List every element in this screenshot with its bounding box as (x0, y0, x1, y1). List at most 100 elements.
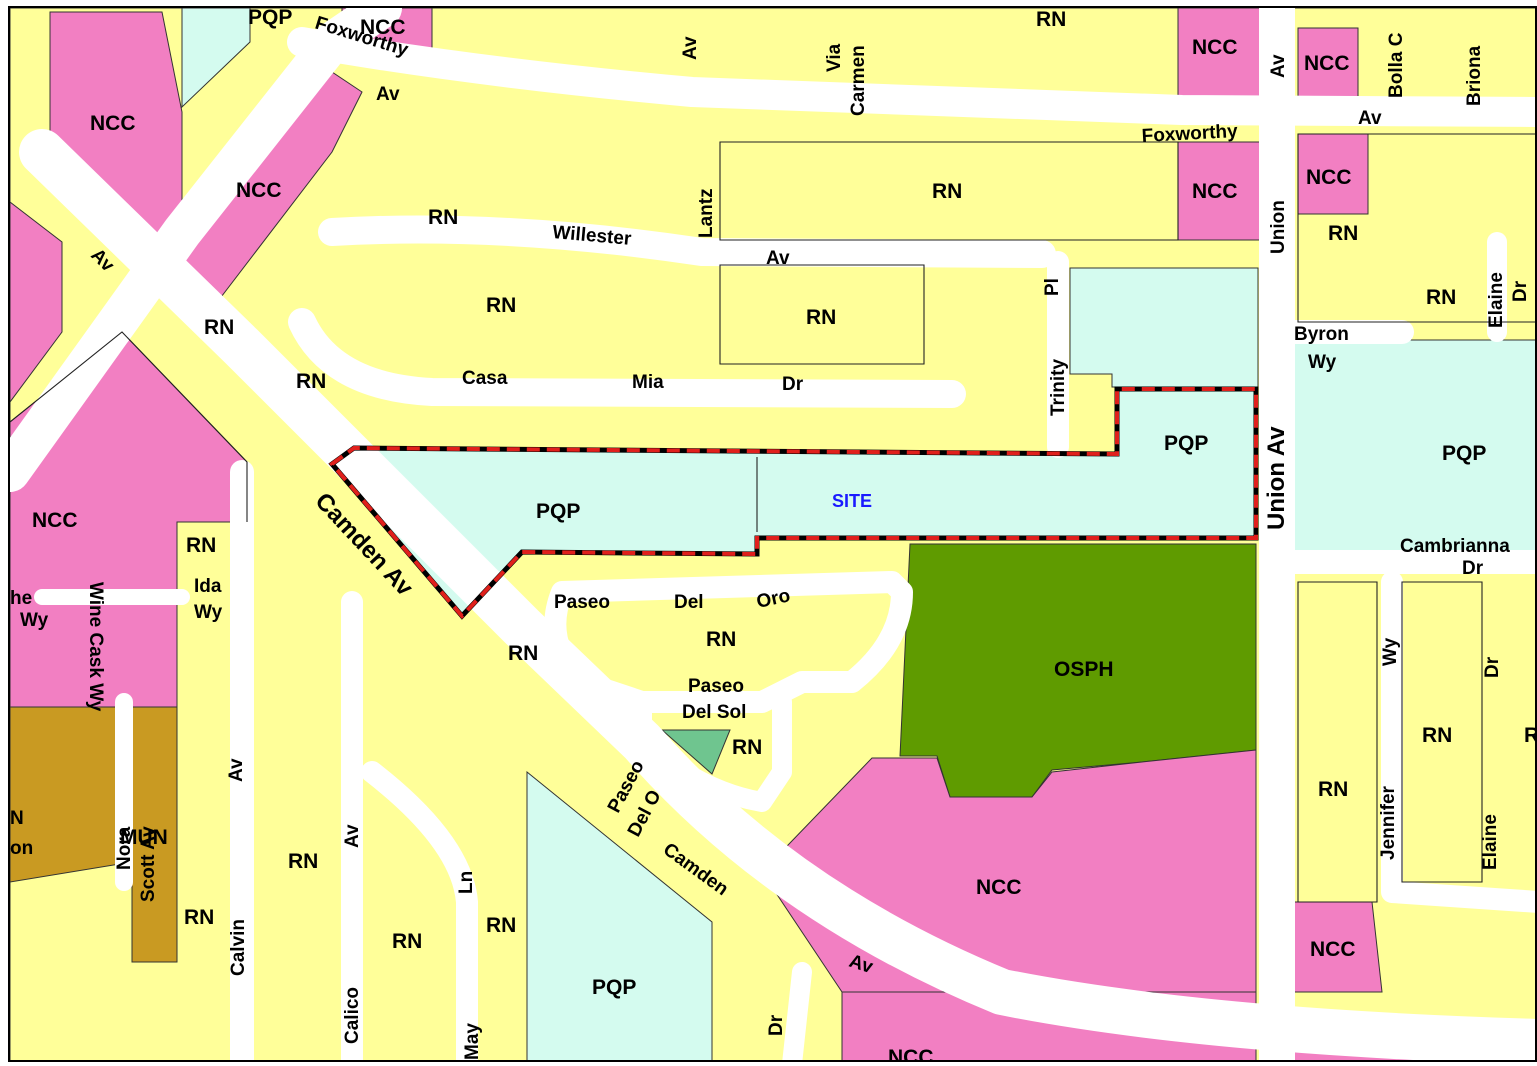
zone-label-pqp-site-left: PQP (536, 500, 580, 523)
zone-label-osph: OSPH (1054, 658, 1114, 681)
street-label-paseo-sol: Paseo (688, 676, 744, 697)
zone-label-rn-camden-left: RN (204, 316, 234, 339)
street-label-jennifer: Jennifer (1378, 785, 1399, 860)
street-label-calvin: Calvin (228, 919, 249, 976)
street-label-union: Union (1268, 200, 1289, 254)
pqp-north-strip (181, 8, 251, 109)
street-label-wy-left: Wy (20, 610, 49, 631)
street-label-nora: Nora (114, 826, 135, 870)
zone-label-ncc-bottom: NCC (888, 1046, 934, 1062)
street-label-byron: Byron (1294, 324, 1349, 345)
foxworthy-road (287, 27, 1535, 127)
street-label-av-calico: Av (342, 824, 363, 848)
may-road (361, 761, 478, 1060)
zone-label-ncc-top-right: NCC (1192, 36, 1238, 59)
zoning-map[interactable]: PQP NCC RN NCC NCC NCC NCC RN RN NCC NCC… (8, 6, 1537, 1062)
street-label-calico: Calico (342, 987, 363, 1044)
zone-label-pqp-south: PQP (592, 976, 636, 999)
zone-label-ncc-far-right-low: NCC (1310, 938, 1356, 961)
street-label-av-calvin: Av (226, 758, 247, 782)
mun-block (10, 706, 178, 963)
street-label-ida: Ida (194, 576, 222, 597)
zone-label-pqp-site-right: PQP (1164, 432, 1208, 455)
street-label-ln: Ln (456, 871, 477, 894)
zone-label-rn-ida: RN (186, 534, 216, 557)
pqp-south (526, 770, 713, 1060)
zone-label-rn-del-sol: RN (732, 736, 762, 759)
street-label-carmen: Carmen (848, 45, 869, 116)
willester-road (318, 215, 1056, 268)
zone-labels: PQP NCC RN NCC NCC NCC NCC RN RN NCC NCC… (32, 8, 1537, 1062)
zone-label-rn-foxworthy: RN (932, 180, 962, 203)
street-label-dr-top: Dr (1510, 280, 1531, 302)
paseo-del-o-road (632, 692, 792, 812)
street-label-wy-jennifer: Wy (1380, 637, 1401, 666)
zone-label-rn-willester: RN (428, 206, 458, 229)
street-label-briona: Briona (1464, 45, 1485, 106)
jennifer-road (1381, 571, 1535, 913)
street-label-dr-elaine: Dr (1482, 656, 1503, 678)
zone-label-rn-top: RN (1036, 8, 1066, 31)
street-label-del-sol: Del Sol (682, 702, 746, 723)
street-label-av-nw: Av (376, 84, 400, 105)
zone-label-ncc-left-mid: NCC (32, 509, 78, 532)
street-label-paseo-oro: Paseo (554, 592, 610, 613)
site-label: SITE (832, 491, 872, 511)
street-label-scott-av: Scott Av (138, 826, 159, 902)
zone-label-rn-av-block: RN (806, 306, 836, 329)
pqp-trinity (1069, 267, 1259, 388)
street-network (10, 8, 1535, 1060)
camden-av-road (19, 129, 1535, 1060)
street-label-pl: Pl (1042, 278, 1063, 296)
street-label-dr-bottom: Dr (766, 1014, 787, 1036)
zone-label-rn-casa-block: RN (486, 294, 516, 317)
zone-label-ncc-right2: NCC (1306, 166, 1352, 189)
zone-label-rn-camden-s: RN (508, 642, 538, 665)
site-outline-red (329, 387, 1258, 619)
street-label-av-union-top: Av (1268, 54, 1289, 78)
ncc-far-right-top (1297, 27, 1359, 99)
street-label-he: he (10, 588, 32, 609)
zone-label-rn-calvin: RN (288, 850, 318, 873)
zone-label-rn-calico: RN (392, 930, 422, 953)
green-small (660, 729, 731, 775)
zone-label-rn-right2: RN (1328, 222, 1358, 245)
street-label-mia: Mia (632, 372, 664, 393)
street-label-dr-cambrianna: Dr (1462, 558, 1484, 579)
ncc-left-edge (10, 201, 63, 403)
street-label-n-left: N (10, 808, 24, 829)
osph-park (899, 543, 1257, 798)
street-label-trinity: Trinity (1048, 359, 1069, 416)
zone-label-rn-may: RN (486, 914, 516, 937)
street-label-del-oro: Del (674, 592, 704, 613)
zone-label-rn-left-low: RN (184, 906, 214, 929)
street-label-wy-ida: Wy (194, 602, 223, 623)
street-label-on: on (10, 838, 33, 859)
street-label-av-top1: Av (680, 36, 701, 60)
street-label-lantz: Lantz (696, 188, 717, 238)
street-label-bolla-c: Bolla C (1386, 32, 1407, 98)
street-label-av-willester: Av (766, 248, 790, 269)
nw-av-road (10, 8, 402, 492)
parcel-lines (10, 133, 1535, 903)
street-label-cambrianna: Cambrianna (1400, 536, 1510, 557)
zone-label-rn-far-right: R (1524, 724, 1537, 747)
street-label-foxworthy-e: Foxworthy (1141, 121, 1238, 147)
zone-label-rn-jennifer: RN (1318, 778, 1348, 801)
zone-label-ncc-left-top: NCC (90, 112, 136, 135)
street-label-union-av: Union Av (1263, 426, 1290, 530)
street-label-wy-byron: Wy (1308, 352, 1337, 373)
street-label-elaine: Elaine (1480, 814, 1501, 870)
dr-bottom-road (782, 962, 812, 1060)
zone-label-rn-right3: RN (1426, 286, 1456, 309)
street-label-may: May (462, 1023, 483, 1060)
zone-label-rn-paseo-oro: RN (706, 628, 736, 651)
zone-label-rn-elaine: RN (1422, 724, 1452, 747)
street-label-via: Via (824, 43, 845, 72)
paseo-del-oro-road (544, 571, 913, 713)
street-label-casa: Casa (462, 368, 508, 389)
zone-label-ncc-far-right: NCC (1304, 52, 1350, 75)
street-label-wine-cask: Wine Cask Wy (85, 582, 106, 712)
zone-label-pqp-byron: PQP (1442, 442, 1486, 465)
street-label-av-right: Av (1358, 108, 1382, 129)
